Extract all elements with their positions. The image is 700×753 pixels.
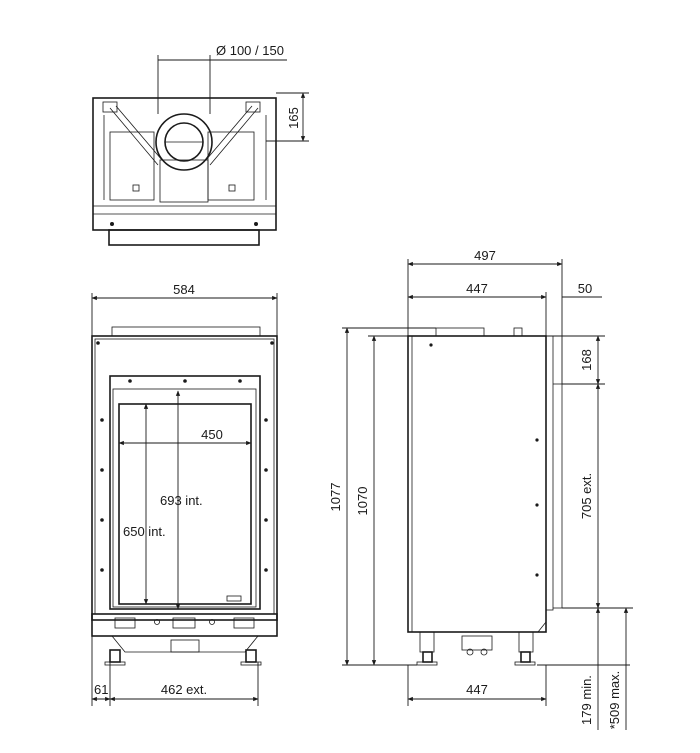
int-height-outer-label: 693 int. bbox=[160, 493, 203, 508]
side-offset-label: 61 bbox=[94, 682, 108, 697]
ext-width-label: 462 ext. bbox=[161, 682, 207, 697]
top-view bbox=[92, 55, 309, 246]
top-height-label: 165 bbox=[286, 107, 301, 129]
flue-diameter-label: Ø 100 / 150 bbox=[216, 43, 284, 58]
int-height-inner-label: 650 int. bbox=[123, 524, 166, 539]
side-view bbox=[342, 259, 633, 730]
top-section-label: 168 bbox=[579, 349, 594, 371]
rear-offset-label: 50 bbox=[578, 281, 592, 296]
body-height-label: 1070 bbox=[355, 487, 370, 516]
flue-outer-circle bbox=[155, 113, 213, 171]
front-view bbox=[91, 293, 278, 706]
side-depth-label: 497 bbox=[474, 248, 496, 263]
bottom-depth-label: 447 bbox=[466, 682, 488, 697]
leg-min-label: 179 min. bbox=[579, 675, 594, 725]
total-height-label: 1077 bbox=[328, 483, 343, 512]
leg-max-label: *509 max. bbox=[607, 671, 622, 730]
body-depth-label: 447 bbox=[466, 281, 488, 296]
ext-height-label: 705 ext. bbox=[579, 473, 594, 519]
glass-width-label: 450 bbox=[201, 427, 223, 442]
front-width-label: 584 bbox=[173, 282, 195, 297]
